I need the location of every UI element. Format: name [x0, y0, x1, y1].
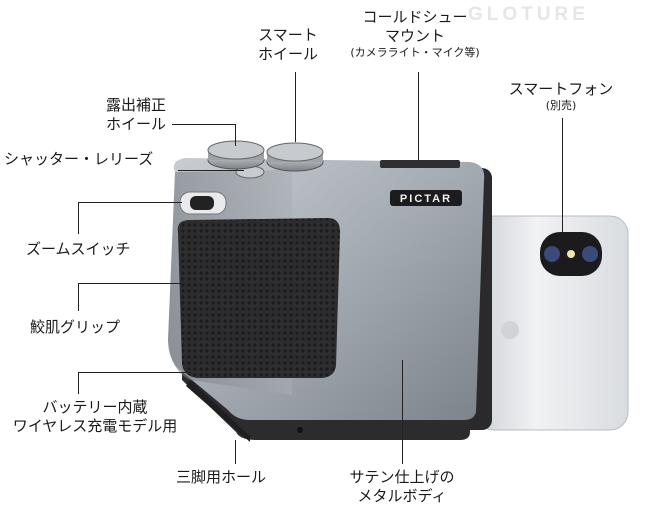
- label-smartphone-sub: (別売): [545, 99, 577, 112]
- label-body-line2: メタルボディ: [357, 487, 447, 505]
- label-battery-line2: ワイヤレス充電モデル用: [12, 417, 178, 435]
- label-exposure-line1: 露出補正: [105, 96, 166, 114]
- label-smart-wheel: スマート ホイール: [258, 26, 318, 64]
- label-cold-shoe-line1: コールドシュー: [362, 8, 468, 26]
- line-smartphone: [562, 118, 563, 232]
- label-battery-line1: バッテリー内蔵: [42, 398, 148, 416]
- line-cold-shoe: [418, 72, 419, 160]
- smart-wheel: [266, 142, 324, 172]
- line-battery-1: [78, 372, 190, 373]
- line-exposure-1: [172, 124, 236, 125]
- label-body-line1: サテン仕上げの: [349, 468, 455, 486]
- smartphone: [475, 215, 629, 431]
- line-grip-1: [78, 283, 182, 284]
- grip: [177, 218, 340, 378]
- label-exposure-wheel: 露出補正 ホイール: [98, 96, 174, 134]
- line-smart-wheel: [295, 72, 296, 142]
- label-cold-shoe-line2: マウント: [384, 27, 445, 45]
- line-zoom-2: [78, 202, 79, 234]
- line-battery-2: [78, 372, 79, 394]
- label-grip: 鮫肌グリップ: [30, 318, 121, 336]
- line-body: [402, 360, 403, 464]
- label-exposure-line2: ホイール: [105, 115, 166, 133]
- watermark-text: GLOTURE: [468, 4, 589, 25]
- label-smart-wheel-line2: ホイール: [258, 45, 319, 63]
- line-tripod: [235, 440, 236, 464]
- line-exposure-2: [235, 124, 236, 146]
- label-smart-wheel-line1: スマート: [258, 26, 318, 44]
- line-zoom-1: [78, 202, 182, 203]
- cold-shoe: [380, 160, 460, 168]
- label-shutter-release: シャッター・レリーズ: [4, 150, 154, 168]
- label-body: サテン仕上げの メタルボディ: [342, 468, 462, 506]
- tripod-hole: [297, 427, 303, 433]
- label-cold-shoe: コールドシュー マウント (カメラライト・マイク等): [340, 8, 490, 60]
- label-cold-shoe-sub: (カメラライト・マイク等): [350, 46, 480, 59]
- line-shutter: [178, 170, 244, 171]
- label-zoom-switch: ズームスイッチ: [26, 240, 131, 258]
- label-tripod-hole: 三脚用ホール: [176, 468, 267, 486]
- label-smartphone-line1: スマートフォン: [508, 80, 614, 98]
- label-smartphone: スマートフォン (別売): [502, 80, 620, 113]
- line-grip-2: [78, 283, 79, 311]
- exposure-wheel: [207, 140, 265, 170]
- logo-plate: [390, 190, 462, 206]
- label-battery: バッテリー内蔵 ワイヤレス充電モデル用: [2, 398, 188, 436]
- logo-text: PICTAR: [400, 193, 452, 205]
